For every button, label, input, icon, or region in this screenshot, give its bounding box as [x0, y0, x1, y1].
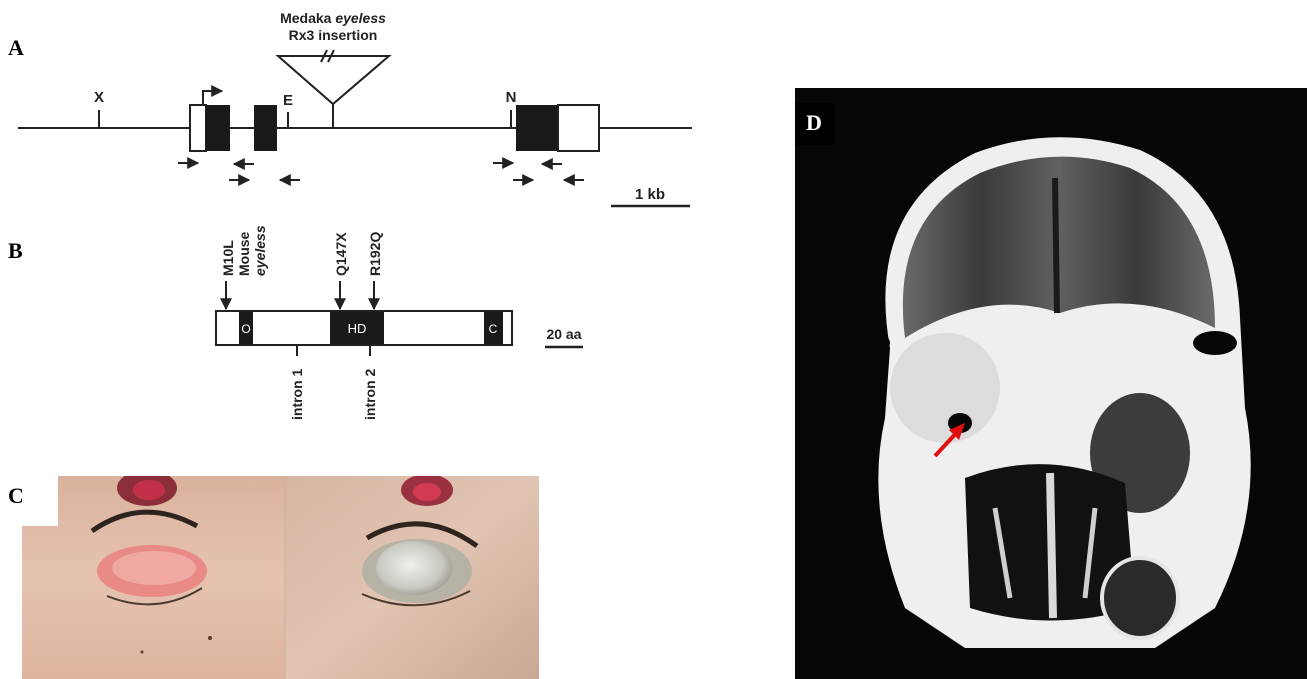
eye-photographs — [22, 476, 539, 679]
mutation-r192q-label: R192Q — [367, 232, 383, 276]
scale-bar-a-label: 1 kb — [635, 186, 665, 203]
panel-d-letter: D — [806, 110, 822, 136]
photo-notch — [22, 476, 58, 526]
insertion-label-line1: Medaka eyeless — [280, 10, 386, 26]
exon-1-utr — [190, 105, 206, 151]
mutation-q147x-label: Q147X — [333, 232, 349, 276]
exon-3-utr — [558, 105, 599, 151]
site-x-label: X — [94, 89, 104, 106]
orbit-left — [890, 333, 1000, 443]
gene-structure: Medaka eyeless Rx3 insertion X E N — [18, 10, 692, 206]
ct-scan — [795, 88, 1307, 679]
primer-arrows — [178, 163, 584, 180]
transcription-start-arrow-icon — [203, 91, 222, 105]
insertion-triangle — [278, 56, 389, 104]
site-n-label: N — [506, 89, 517, 106]
intron-2-label: intron 2 — [362, 368, 378, 420]
domain-hd-label: HD — [348, 321, 367, 336]
intron-1-label: intron 1 — [289, 368, 305, 420]
mouse-label: Mouse — [236, 231, 252, 276]
exon-1-coding — [205, 105, 230, 151]
domain-o-label: O — [241, 322, 250, 336]
scale-bar-b-label: 20 aa — [546, 326, 581, 342]
exon-3-coding — [516, 105, 559, 151]
gene-diagrams: Medaka eyeless Rx3 insertion X E N — [0, 0, 760, 470]
site-e-label: E — [283, 92, 293, 109]
eyeless-label: eyeless — [252, 225, 268, 276]
mutation-m10l-label: M10L — [220, 240, 236, 276]
protein-structure: M10L Mouse eyeless Q147X R192Q O HD C in… — [216, 225, 583, 420]
insertion-label-line2: Rx3 insertion — [289, 27, 378, 43]
domain-c-label: C — [489, 322, 498, 336]
exon-2-coding — [254, 105, 277, 151]
